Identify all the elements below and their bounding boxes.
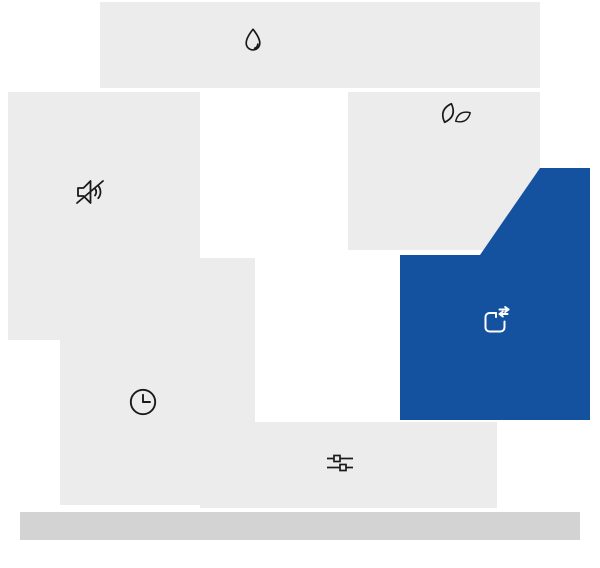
sliders-icon	[323, 449, 357, 477]
leaves-icon	[436, 98, 476, 130]
faucet-sync-icon	[476, 303, 514, 341]
tile-water-drop[interactable]	[100, 2, 540, 88]
tile-settings[interactable]	[200, 422, 497, 508]
speaker-muted-icon	[70, 172, 110, 212]
scroll-indicator[interactable]	[20, 512, 580, 540]
water-drop-icon	[236, 25, 270, 59]
clock-icon	[124, 383, 162, 421]
